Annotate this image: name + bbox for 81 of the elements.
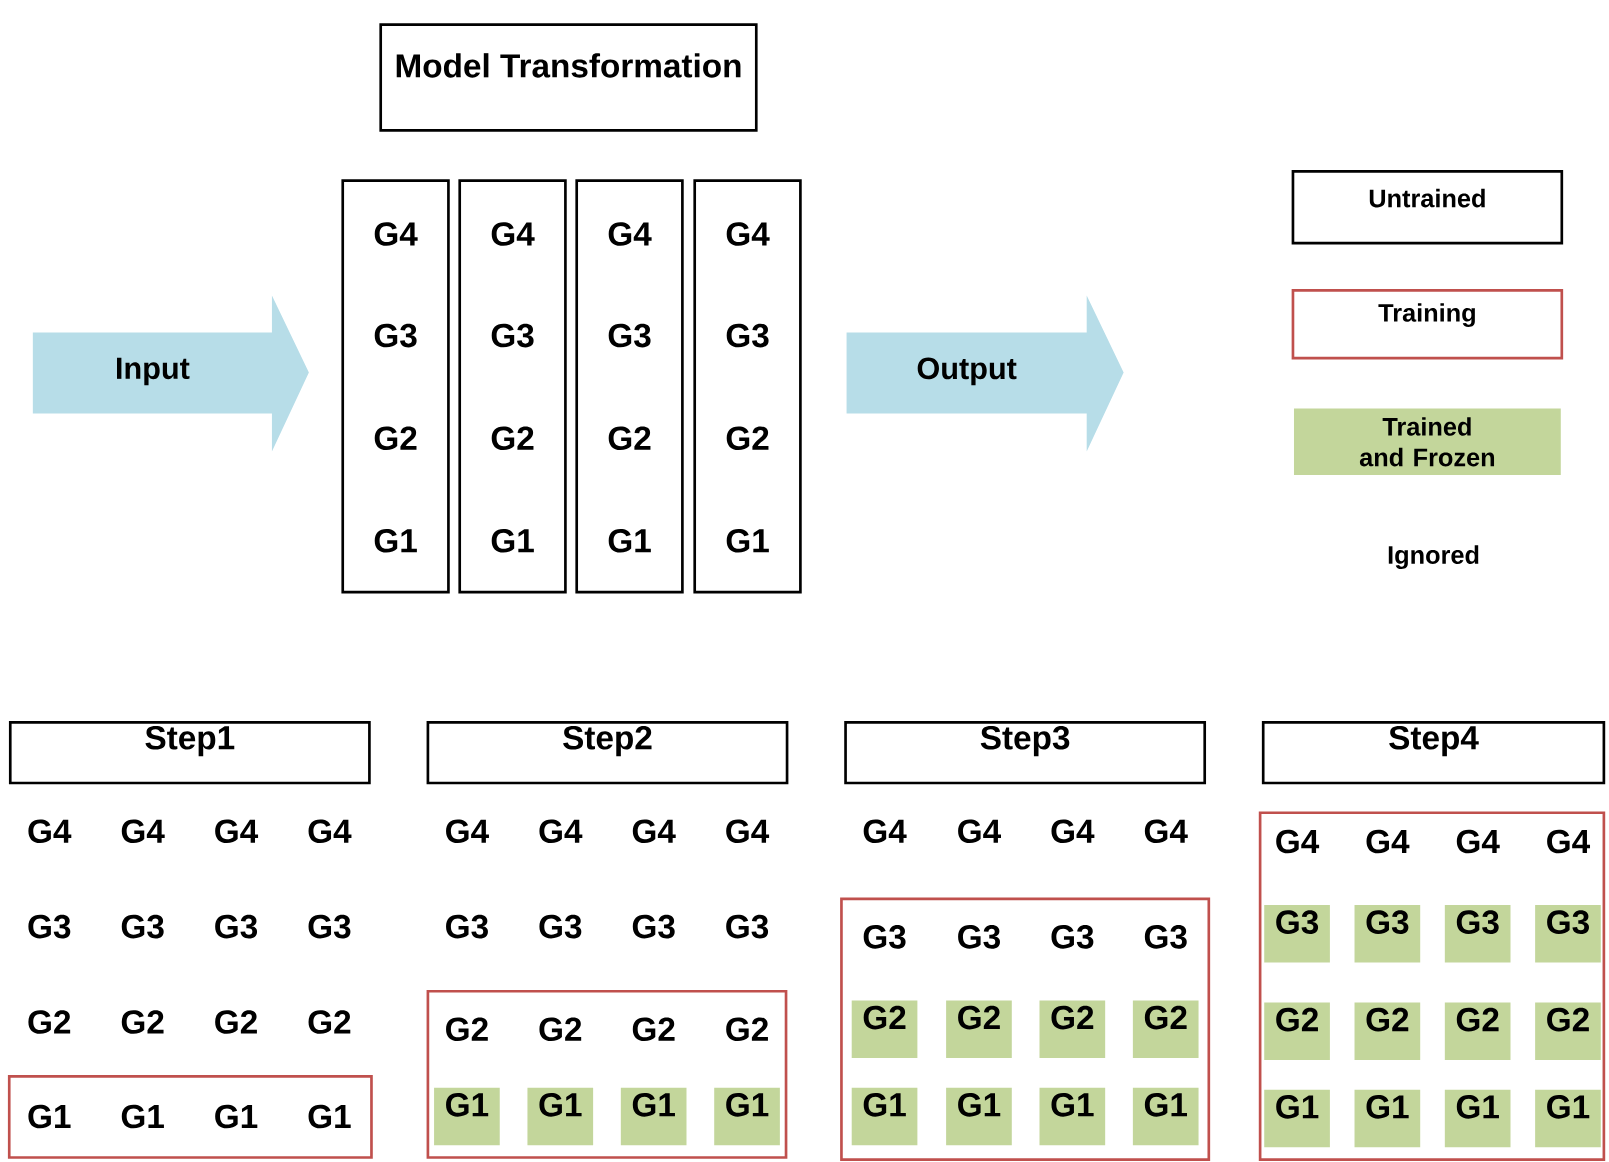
group-label: G3 [539,915,582,939]
frozen-cell: G2 [1354,1002,1421,1061]
group-label: G4 [632,819,676,844]
group-label: G4 [958,819,1001,844]
legend-box: Untrained [1291,170,1564,245]
group-label: G3 [215,915,258,939]
title-box: Model Transformation [379,23,758,132]
group-label: G4 [1366,829,1410,854]
group-label: G2 [446,1017,488,1042]
frozen-cell: G3 [1535,905,1601,963]
step-header-box: Step2 [426,721,789,785]
group-label: G4 [726,819,770,844]
group-label: G2 [215,1010,257,1035]
group-label: G2 [121,1010,164,1035]
training-frame [840,897,1211,1162]
group-label: G3 [632,915,675,939]
group-label: G2 [28,1010,71,1035]
group-label: G4 [121,819,165,844]
group-label: G4 [1456,829,1500,854]
step-header-box: Step4 [1261,721,1606,785]
frozen-cell: G1 [1132,1087,1199,1146]
frozen-cell: G1 [527,1087,594,1146]
frozen-cell: G2 [1444,1002,1511,1061]
frozen-cell: G2 [1132,1000,1199,1059]
layer-column: G4 G3 G2 G1 [575,179,684,594]
frozen-cell: G1 [434,1087,500,1146]
frozen-cell: G1 [1264,1090,1330,1148]
legend-box: Training [1291,289,1564,360]
legend-label: Trained and Frozen [1359,417,1495,467]
training-frame [426,990,788,1160]
group-label: G1 [308,1104,351,1129]
layer-column: G4 G3 G2 G1 [693,179,802,594]
group-label: G3 [446,915,488,939]
group-label: G4 [308,819,352,844]
frozen-cell: G1 [1039,1087,1106,1146]
frozen-cell: G1 [714,1087,780,1146]
group-label: G1 [215,1104,258,1129]
group-label: G2 [539,1017,582,1042]
frozen-cell: G3 [1354,905,1421,963]
step-header-box: Step3 [844,721,1207,785]
group-label: G3 [1051,925,1094,949]
group-label: G3 [958,925,1000,949]
group-label: G3 [726,915,769,939]
training-frame [1258,811,1606,1162]
group-label: G3 [121,915,164,939]
group-label: G4 [1276,829,1320,854]
group-label: G2 [308,1010,351,1035]
layer-column: G4 G3 G2 G1 [458,179,567,594]
group-label: G4 [28,819,72,844]
step-header-box: Step1 [8,721,371,785]
frozen-cell: G2 [1264,1002,1330,1061]
frozen-cell: G1 [1444,1090,1511,1148]
group-label: G4 [215,819,259,844]
group-label: G4 [1144,819,1188,844]
group-label: G2 [632,1017,675,1042]
frozen-cell: G2 [946,1000,1012,1059]
group-label: G2 [726,1017,768,1042]
frozen-cell: G1 [946,1087,1012,1146]
group-label: G4 [446,819,489,844]
frozen-cell: G2 [1039,1000,1106,1059]
group-label: G3 [1144,925,1187,949]
group-label: G4 [863,819,907,844]
group-label: G1 [28,1104,71,1129]
frozen-cell: G1 [1535,1090,1601,1148]
frozen-cell: G2 [851,1000,918,1059]
frozen-cell: G3 [1444,905,1511,963]
frozen-cell: G2 [1535,1002,1601,1061]
frozen-cell: G3 [1264,905,1330,963]
group-label: G4 [539,819,583,844]
layer-column: G4 G3 G2 G1 [341,179,450,594]
training-frame [7,1075,373,1160]
group-label: G1 [121,1104,164,1129]
group-label: G3 [863,925,906,949]
legend-label: Ignored [1388,545,1479,570]
group-label: G4 [1547,829,1590,854]
group-label: G3 [28,915,71,939]
frozen-cell: G1 [851,1087,918,1146]
frozen-cell: G1 [620,1087,687,1146]
group-label: G4 [1051,819,1095,844]
frozen-cell: G1 [1354,1090,1421,1148]
group-label: G3 [308,915,351,939]
